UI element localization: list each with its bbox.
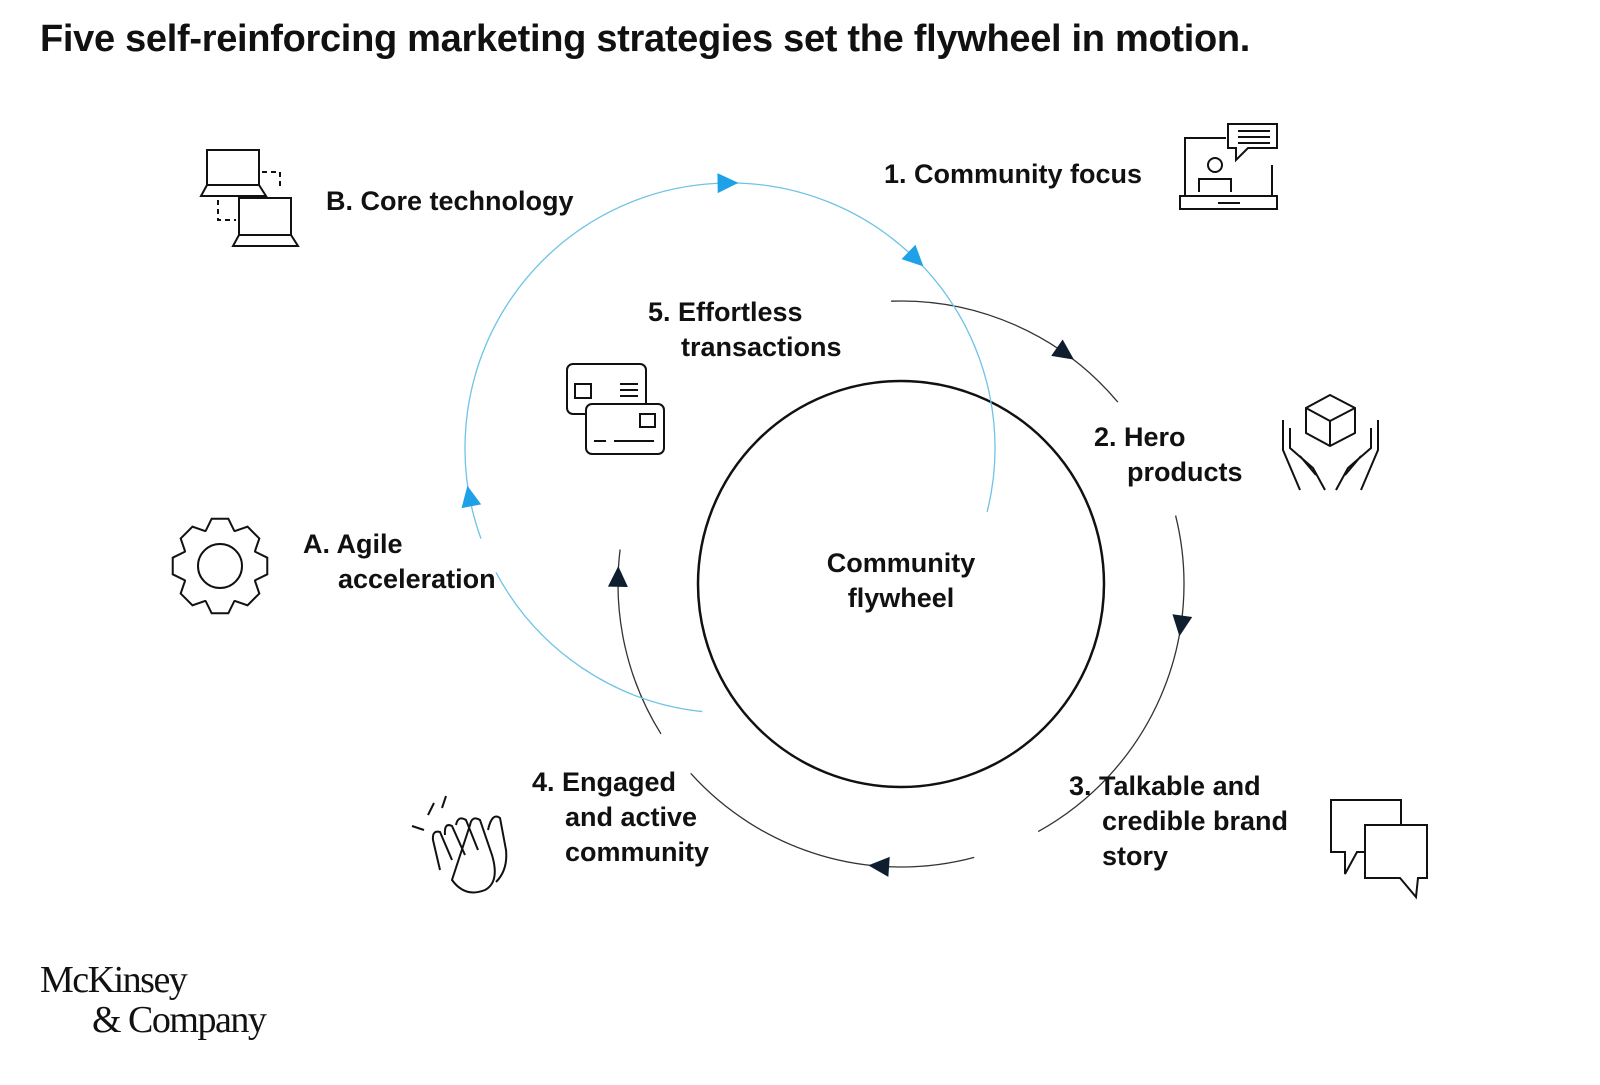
- label-text: products: [1127, 457, 1243, 487]
- label-text: story: [1102, 841, 1169, 871]
- label-text: B. Core technology: [326, 186, 574, 216]
- blue-arc-upper: [464, 182, 996, 539]
- center-line: flywheel: [847, 583, 955, 613]
- flow-arc-2-to-3: [1037, 515, 1185, 833]
- hands-box-icon: [1282, 393, 1379, 491]
- gear-icon: [171, 517, 269, 615]
- label-engaged-community: 4. Engaged and active community: [532, 765, 709, 870]
- label-text: transactions: [681, 332, 842, 362]
- logo-line: & Company: [92, 999, 267, 1041]
- blue-arrow-icon: [901, 244, 924, 267]
- flow-arc-4-to-5: [617, 549, 662, 735]
- label-text: and active: [565, 802, 698, 832]
- blue-arrow-icon: [717, 173, 739, 194]
- label-text: acceleration: [338, 564, 496, 594]
- speech-bubbles-icon: [1330, 799, 1428, 900]
- label-effortless-transactions: 5. Effortless transactions: [648, 295, 842, 365]
- blue-arrow-icon: [461, 485, 482, 509]
- flow-arc-3-to-4: [690, 772, 975, 868]
- label-text: 3. Talkable and: [1069, 771, 1261, 801]
- label-talkable-story: 3. Talkable and credible brand story: [1069, 769, 1288, 874]
- video-chat-icon: [1179, 123, 1278, 210]
- dark-arrow-icon: [1051, 339, 1074, 360]
- center-label: Community flywheel: [801, 546, 1001, 616]
- dark-arrow-icon: [1172, 614, 1193, 637]
- label-text: 4. Engaged: [532, 767, 677, 797]
- central-circle: [696, 379, 1106, 789]
- label-hero-products: 2. Hero products: [1094, 420, 1243, 490]
- logo-line: McKinsey: [40, 959, 188, 1001]
- credit-cards-icon: [566, 363, 665, 455]
- label-text: 2. Hero: [1094, 422, 1186, 452]
- label-text: 5. Effortless: [648, 297, 803, 327]
- center-line: Community: [826, 548, 976, 578]
- mckinsey-logo: McKinsey& Company: [40, 959, 267, 1041]
- dark-arrow-icon: [607, 566, 628, 588]
- laptops-icon: [199, 149, 300, 247]
- label-text: 1. Community focus: [884, 159, 1143, 189]
- label-agile-acceleration: A. Agile acceleration: [303, 527, 496, 597]
- dark-arrow-icon: [868, 856, 890, 877]
- flow-arc-5-to-2: [891, 300, 1119, 403]
- label-core-technology: B. Core technology: [326, 184, 574, 219]
- label-text: credible brand: [1102, 806, 1289, 836]
- blue-arc-lower: [495, 572, 703, 713]
- label-text: community: [565, 837, 710, 867]
- label-text: A. Agile: [303, 529, 403, 559]
- page-title: Five self-reinforcing marketing strategi…: [40, 18, 1251, 60]
- label-community-focus: 1. Community focus: [884, 157, 1142, 192]
- clapping-hands-icon: [411, 795, 508, 894]
